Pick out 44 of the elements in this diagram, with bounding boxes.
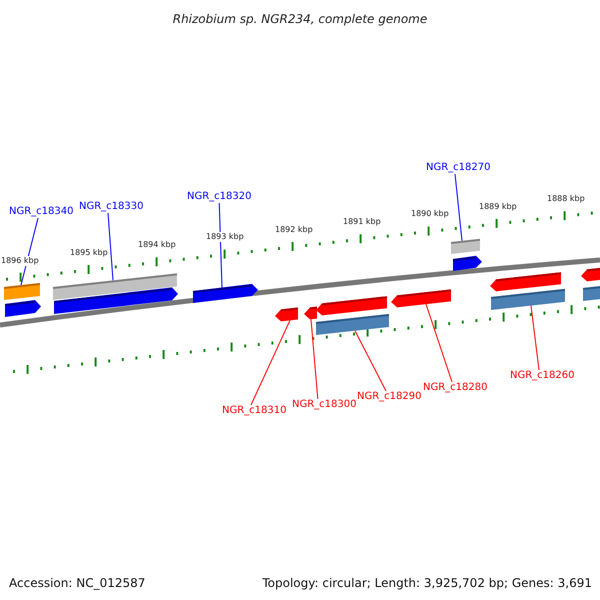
gene-feature-bar — [490, 272, 562, 292]
tick-label: 1894 kbp — [138, 240, 176, 250]
gene-label: NGR_c18320 — [187, 191, 252, 203]
tick-label: 1891 kbp — [343, 216, 381, 227]
gene-label: NGR_c18300 — [292, 399, 356, 411]
tick-label: 1889 kbp — [479, 202, 517, 212]
gene-feature-bar — [490, 288, 566, 310]
leader-line — [426, 304, 453, 382]
gene-feature-bar — [304, 306, 318, 320]
gene-feature-bar — [452, 256, 482, 271]
tick-label: 1896 kbp — [1, 256, 39, 266]
gene-feature-bar — [582, 286, 600, 301]
gene-label: NGR_c18270 — [426, 162, 490, 174]
gene-feature-bar — [4, 300, 41, 317]
gene-label: NGR_c18290 — [357, 391, 422, 403]
gene-feature-bar — [54, 287, 178, 314]
gene-feature-bar — [391, 289, 452, 308]
gene-feature-bar — [275, 307, 298, 322]
tick-label: 1895 kbp — [70, 248, 108, 258]
gene-label: NGR_c18340 — [9, 206, 74, 218]
gene-feature-bar — [316, 314, 390, 335]
genome-stats-text: Topology: circular; Length: 3,925,702 bp; Genes: 3,691 — [262, 575, 592, 592]
tick-label: 1890 kbp — [411, 209, 449, 220]
gene-label: NGR_c18310 — [222, 405, 286, 417]
gene-label: NGR_c18260 — [510, 370, 574, 382]
leader-line — [454, 174, 462, 242]
gene-feature-bar — [4, 283, 40, 300]
leader-line — [250, 320, 290, 406]
tick-label: 1888 kbp — [547, 194, 585, 204]
tick-label: 1892 kbp — [275, 224, 313, 235]
gene-label: NGR_c18330 — [79, 201, 144, 213]
leader-line — [530, 305, 540, 370]
gene-feature-bar — [581, 267, 600, 282]
leader-line — [310, 318, 318, 400]
gene-feature-bar — [450, 238, 480, 254]
gene-label: NGR_c18280 — [423, 382, 488, 394]
leader-line — [354, 330, 387, 392]
gene-feature-bar — [192, 284, 258, 303]
leader-line — [218, 202, 222, 288]
tick-label: 1893 kbp — [206, 232, 244, 242]
accession-text: Accession: NC_012587 — [9, 575, 146, 592]
title: Rhizobium sp. NGR234, complete genome — [172, 11, 428, 28]
leader-line — [20, 218, 39, 286]
gene-feature-bar — [316, 296, 388, 316]
